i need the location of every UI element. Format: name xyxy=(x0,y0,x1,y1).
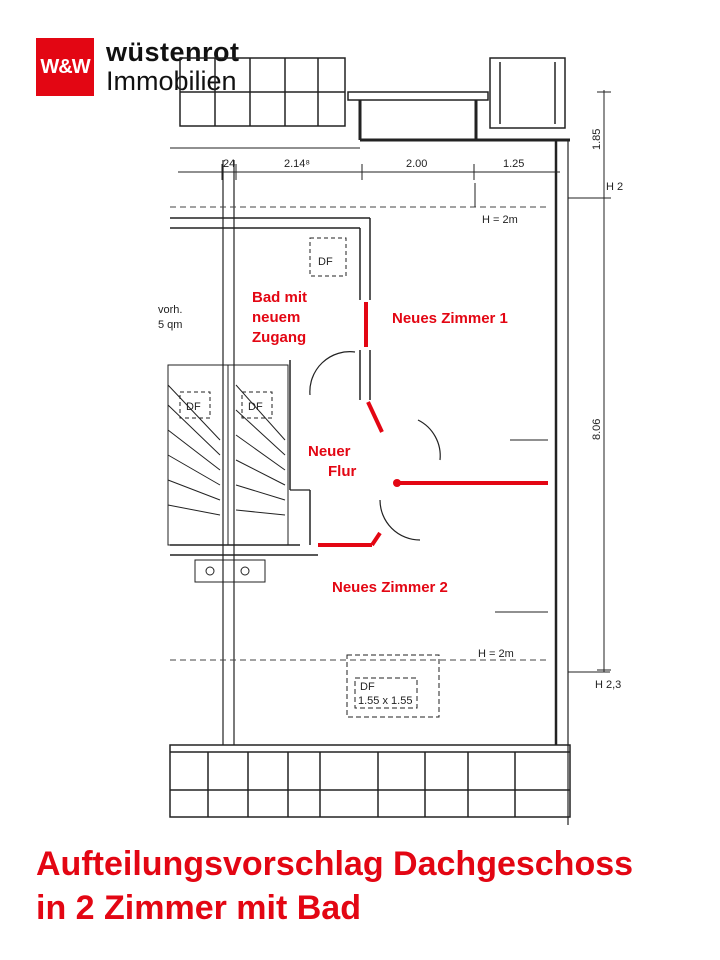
window-size-label: 1.55 x 1.55 xyxy=(358,695,412,707)
logo-brand: wüstenrot xyxy=(106,37,240,67)
bottom-balcony xyxy=(169,744,571,818)
staircase xyxy=(167,364,289,546)
dimension-line-right xyxy=(568,90,611,673)
room-zimmer2-label: Neues Zimmer 2 xyxy=(332,579,448,596)
interior-walls xyxy=(170,217,371,556)
door-swings xyxy=(290,351,441,541)
dim-right-2: 8.06 xyxy=(591,419,603,440)
plan-caption: Aufteilungsvorschlag Dachgeschoss in 2 Z… xyxy=(36,842,706,930)
dim-top-4: 1.25 xyxy=(503,158,524,170)
window-label-stairs-right: DF xyxy=(248,401,263,413)
height-label-top: H = 2m xyxy=(482,214,518,226)
dim-top-1: 24 xyxy=(223,158,235,170)
dim-top-2: 2.14⁸ xyxy=(284,158,310,170)
dim-top-3: 2.00 xyxy=(406,158,427,170)
room-bad-line3: Zugang xyxy=(252,329,306,346)
existing-label-2: 5 qm xyxy=(158,319,182,331)
wall-junction-marker xyxy=(393,479,401,487)
balcony-top-right xyxy=(489,57,566,129)
caption-line-1: Aufteilungsvorschlag Dachgeschoss xyxy=(36,845,634,883)
window-label-bottom: DF xyxy=(360,681,375,693)
slope-lines xyxy=(170,206,548,661)
new-walls-red xyxy=(318,302,548,547)
small-fixtures xyxy=(194,559,266,583)
balcony-top-left xyxy=(179,57,346,127)
window-label-bath: DF xyxy=(318,256,333,268)
window-label-stairs-left: DF xyxy=(186,401,201,413)
room-bad-line2: neuem xyxy=(252,309,300,326)
room-bad-line1: Bad mit xyxy=(252,289,307,306)
logo-mark: W&W xyxy=(36,38,94,96)
exterior-walls xyxy=(222,140,569,825)
skylight-bottom xyxy=(346,654,440,718)
top-wall xyxy=(170,91,570,149)
bath-skylight xyxy=(309,237,347,277)
room-zimmer1-label: Neues Zimmer 1 xyxy=(392,310,508,327)
dim-right-1: 1.85 xyxy=(591,129,603,150)
dimension-line-top xyxy=(178,164,560,180)
room-flur-line1: Neuer xyxy=(308,443,351,460)
right-edge-label-2: H 2,3 xyxy=(595,679,621,691)
room-flur-line2: Flur xyxy=(328,463,356,480)
existing-label-1: vorh. xyxy=(158,304,182,316)
right-edge-label-1: H 2 xyxy=(606,181,623,193)
height-label-bottom: H = 2m xyxy=(478,648,514,660)
caption-line-2: in 2 Zimmer mit Bad xyxy=(36,889,361,927)
interior-minor-lines xyxy=(474,183,548,613)
